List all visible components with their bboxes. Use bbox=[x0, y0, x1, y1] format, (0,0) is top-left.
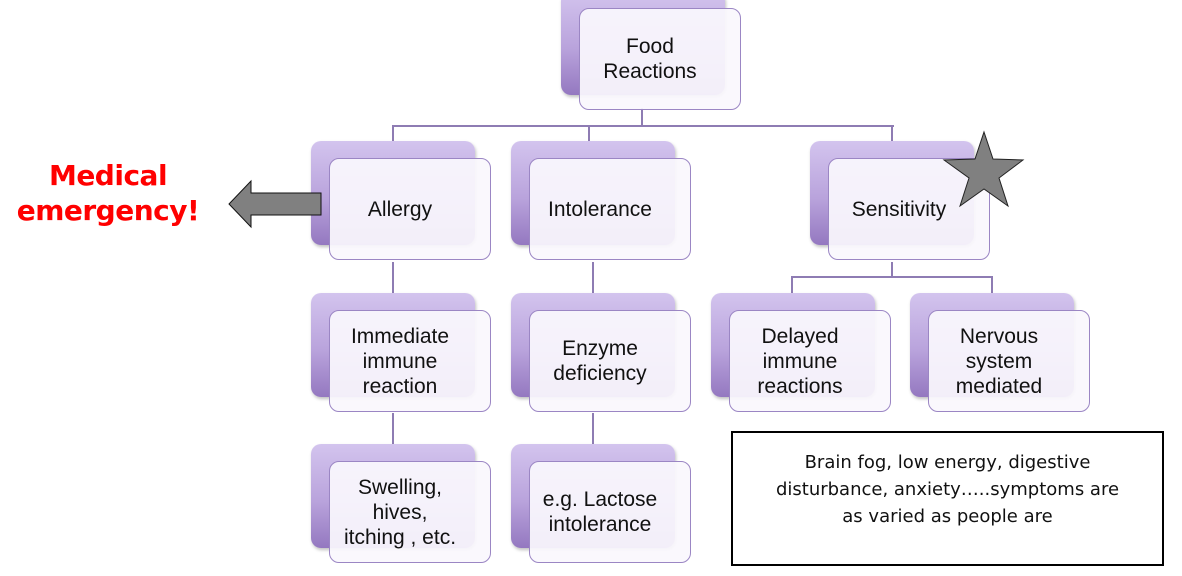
node-sensitivity[interactable]: Sensitivity bbox=[810, 141, 992, 262]
connector-to-nervous bbox=[991, 276, 993, 294]
connector-immediate-down bbox=[392, 413, 394, 445]
connector-enzyme-down bbox=[592, 413, 594, 445]
node-label: Delayed immune reactions bbox=[757, 324, 843, 398]
connector-to-intolerance bbox=[588, 125, 590, 143]
node-enzyme-deficiency[interactable]: Enzyme deficiency bbox=[511, 293, 693, 414]
connector-to-delayed bbox=[791, 276, 793, 294]
medical-emergency-callout: Medical emergency! bbox=[8, 158, 208, 228]
node-allergy[interactable]: Allergy bbox=[311, 141, 493, 262]
node-card: Delayed immune reactions bbox=[729, 310, 891, 412]
node-card: Intolerance bbox=[529, 158, 691, 260]
node-label: e.g. Lactose intolerance bbox=[542, 488, 658, 536]
node-label: Immediate immune reaction bbox=[350, 324, 450, 398]
callout-text: Medical emergency! bbox=[16, 159, 200, 227]
connector-sensitivity-down bbox=[891, 262, 893, 277]
connector-level3-horizontal bbox=[791, 276, 993, 278]
node-label: Enzyme deficiency bbox=[553, 337, 647, 385]
connector-to-allergy bbox=[392, 125, 394, 143]
node-label: Nervous system mediated bbox=[955, 324, 1043, 398]
node-card: Sensitivity bbox=[828, 158, 990, 260]
symptoms-note-box[interactable]: Brain fog, low energy, digestive disturb… bbox=[731, 431, 1164, 566]
node-label: Sensitivity bbox=[851, 197, 947, 221]
star-icon[interactable] bbox=[942, 130, 1025, 208]
node-immediate-immune-reaction[interactable]: Immediate immune reaction bbox=[311, 293, 493, 414]
node-card: Food Reactions bbox=[579, 8, 741, 110]
connector-level1-horizontal bbox=[392, 125, 894, 127]
connector-allergy-down bbox=[392, 262, 394, 294]
node-label: Intolerance bbox=[548, 197, 652, 221]
node-nervous-system-mediated[interactable]: Nervous system mediated bbox=[910, 293, 1092, 414]
node-delayed-immune-reactions[interactable]: Delayed immune reactions bbox=[711, 293, 893, 414]
node-card: Enzyme deficiency bbox=[529, 310, 691, 412]
node-card: Allergy bbox=[329, 158, 491, 260]
node-label: Allergy bbox=[367, 197, 433, 221]
node-lactose-intolerance[interactable]: e.g. Lactose intolerance bbox=[511, 444, 693, 565]
connector-to-sensitivity bbox=[891, 125, 893, 143]
node-label: Swelling, hives, itching , etc. bbox=[343, 475, 457, 549]
left-arrow-icon[interactable] bbox=[228, 179, 322, 229]
connector-root-down bbox=[641, 108, 643, 127]
node-card: Swelling, hives, itching , etc. bbox=[329, 461, 491, 563]
node-label: Food Reactions bbox=[603, 35, 697, 83]
node-card: Nervous system mediated bbox=[928, 310, 1090, 412]
node-food-reactions[interactable]: Food Reactions bbox=[561, 0, 743, 112]
connector-intolerance-down bbox=[592, 262, 594, 294]
node-card: Immediate immune reaction bbox=[329, 310, 491, 412]
node-intolerance[interactable]: Intolerance bbox=[511, 141, 693, 262]
node-swelling-hives-itching[interactable]: Swelling, hives, itching , etc. bbox=[311, 444, 493, 565]
node-card: e.g. Lactose intolerance bbox=[529, 461, 691, 563]
note-text: Brain fog, low energy, digestive disturb… bbox=[775, 452, 1120, 527]
